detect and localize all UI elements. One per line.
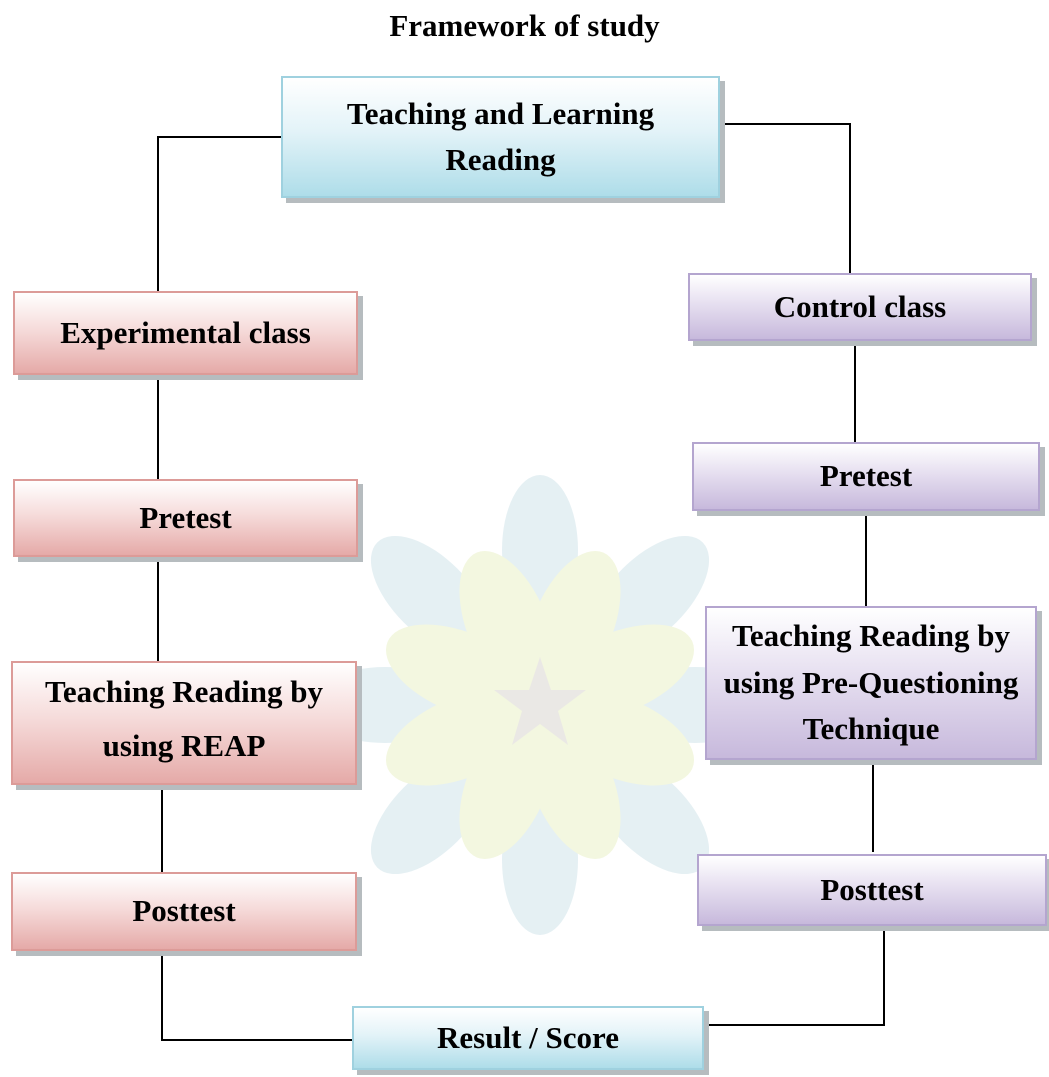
connector-posttest-result-exp [161, 951, 352, 1041]
node-exp-treatment-line2: using REAP [102, 728, 266, 764]
node-control-pretest: Pretest [692, 442, 1040, 511]
connector-root-experimental [157, 136, 281, 291]
node-experimental-class: Experimental class [13, 291, 358, 375]
node-teaching-and-learning-reading: Teaching and Learning Reading [281, 76, 720, 198]
node-result-score: Result / Score [352, 1006, 704, 1070]
node-root-line1: Teaching and Learning [346, 95, 655, 131]
node-control-posttest: Posttest [697, 854, 1047, 926]
node-root-line2: Reading [445, 142, 556, 177]
page-title: Framework of study [389, 8, 660, 43]
node-experimental-pretest: Pretest [13, 479, 358, 557]
watermark-logo [310, 475, 770, 935]
node-ctl-treatment-line1: Teaching Reading by [732, 618, 1010, 654]
node-control-class: Control class [688, 273, 1032, 341]
node-exp-treatment-line1: Teaching Reading by [45, 673, 323, 709]
node-teaching-reading-pre-questioning: Teaching Reading by using Pre-Questionin… [705, 606, 1037, 760]
node-ctl-treatment-line2: using Pre-Questioning [723, 664, 1019, 700]
node-ctl-treatment-line3: Technique [802, 711, 940, 747]
node-teaching-reading-reap: Teaching Reading by using REAP [11, 661, 357, 785]
node-experimental-posttest: Posttest [11, 872, 357, 951]
connector-root-control [720, 123, 851, 273]
